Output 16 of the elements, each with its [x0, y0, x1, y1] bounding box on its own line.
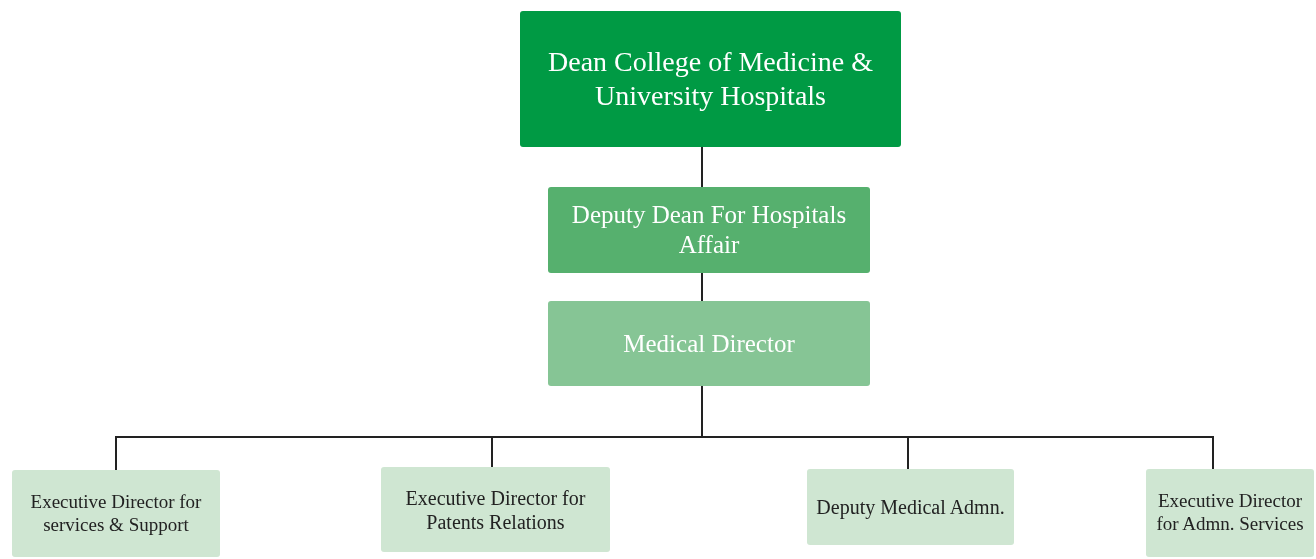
- org-box: [807, 469, 1014, 545]
- connector-line: [701, 272, 703, 302]
- org-box: [12, 470, 220, 557]
- role-title: Executive Director for Patents Relations: [404, 485, 587, 534]
- role-title: Executive Director for Admn. Services: [1155, 490, 1305, 536]
- role-title: Deputy Dean For Hospitals Affair: [570, 200, 848, 260]
- org-box: [1146, 469, 1314, 557]
- role-title: Executive Director for services & Support: [29, 490, 203, 537]
- connector-line: [701, 146, 703, 188]
- role-title: Dean College of Medicine & University Hospitals: [547, 45, 874, 113]
- role-title: Deputy Medical Admn.: [816, 495, 1005, 519]
- role-title: Medical Director: [623, 328, 795, 359]
- org-box: [520, 11, 901, 147]
- org-box: [548, 187, 870, 273]
- org-box: [381, 467, 610, 552]
- org-box: [548, 301, 870, 386]
